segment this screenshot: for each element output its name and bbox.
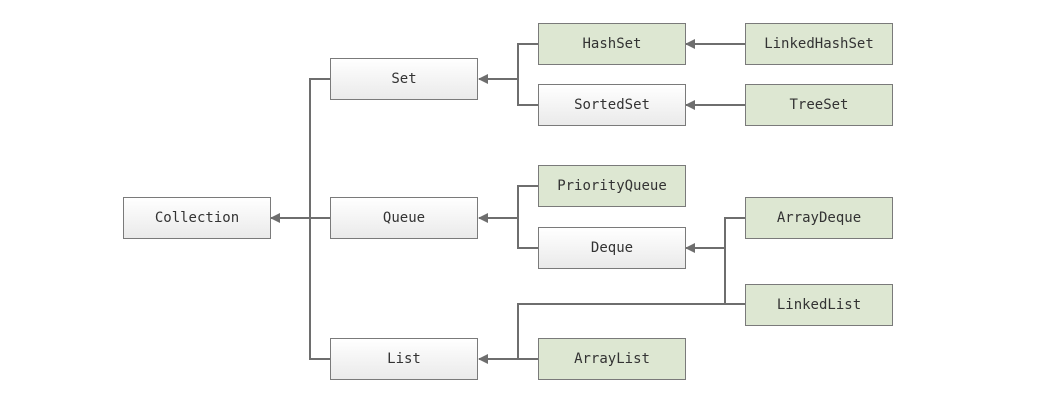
connector-hashset-to-set [517, 43, 538, 79]
node-priorityqueue: PriorityQueue [538, 165, 686, 207]
connector-linkedlist-to-deque [724, 248, 745, 305]
node-treeset: TreeSet [745, 84, 893, 126]
node-label: SortedSet [574, 97, 650, 113]
node-label: Queue [382, 210, 426, 226]
node-label: PriorityQueue [557, 178, 667, 194]
node-deque: Deque [538, 227, 686, 269]
node-hashset: HashSet [538, 23, 686, 65]
node-label: ArrayDeque [776, 210, 862, 226]
node-queue: Queue [330, 197, 478, 239]
node-label: Set [391, 71, 417, 87]
connector-deque-to-queue [517, 218, 538, 249]
node-label: HashSet [582, 36, 642, 52]
connector-linkedlist-to-list [517, 303, 725, 359]
connector-arraydeque-to-deque [724, 217, 745, 248]
node-linkedhashset: LinkedHashSet [745, 23, 893, 65]
connector-sortedset-to-set [517, 79, 538, 106]
node-label: LinkedHashSet [764, 36, 874, 52]
node-arraydeque: ArrayDeque [745, 197, 893, 239]
node-label: ArrayList [574, 351, 650, 367]
node-list: List [330, 338, 478, 380]
connector-priorityqueue-to-queue [517, 185, 538, 218]
node-label: Deque [590, 240, 634, 256]
connector-set-to-collection [309, 78, 330, 218]
node-label: LinkedList [776, 297, 862, 313]
node-set: Set [330, 58, 478, 100]
node-collection: Collection [123, 197, 271, 239]
node-linkedlist: LinkedList [745, 284, 893, 326]
node-label: TreeSet [789, 97, 849, 113]
node-arraylist: ArrayList [538, 338, 686, 380]
node-label: List [387, 351, 421, 367]
node-label: Collection [154, 210, 240, 226]
connector-list-to-collection [309, 218, 330, 360]
node-sortedset: SortedSet [538, 84, 686, 126]
